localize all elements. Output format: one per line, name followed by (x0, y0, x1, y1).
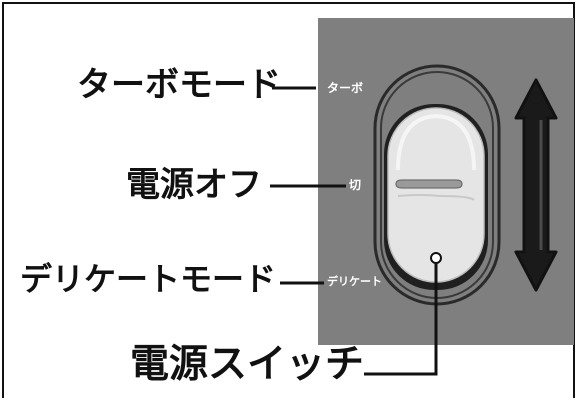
slide-direction-arrow-icon (514, 78, 558, 292)
callout-power-switch: 電源スイッチ (130, 342, 365, 387)
switch-groove-shadow (397, 194, 475, 201)
callout-turbo-mode: ターボモード (77, 65, 281, 105)
switch-groove (395, 179, 463, 189)
panel-label-off: 切 (349, 178, 362, 192)
leader-line-switch (364, 262, 438, 376)
panel-label-turbo: ターボ (327, 81, 364, 95)
switch-highlight (396, 113, 476, 171)
callout-delicate-mode: デリケートモード (20, 260, 277, 298)
panel-label-delicate: デリケート (327, 275, 382, 288)
callout-power-off: 電源オフ (126, 165, 262, 205)
leader-dot-switch (430, 252, 442, 264)
